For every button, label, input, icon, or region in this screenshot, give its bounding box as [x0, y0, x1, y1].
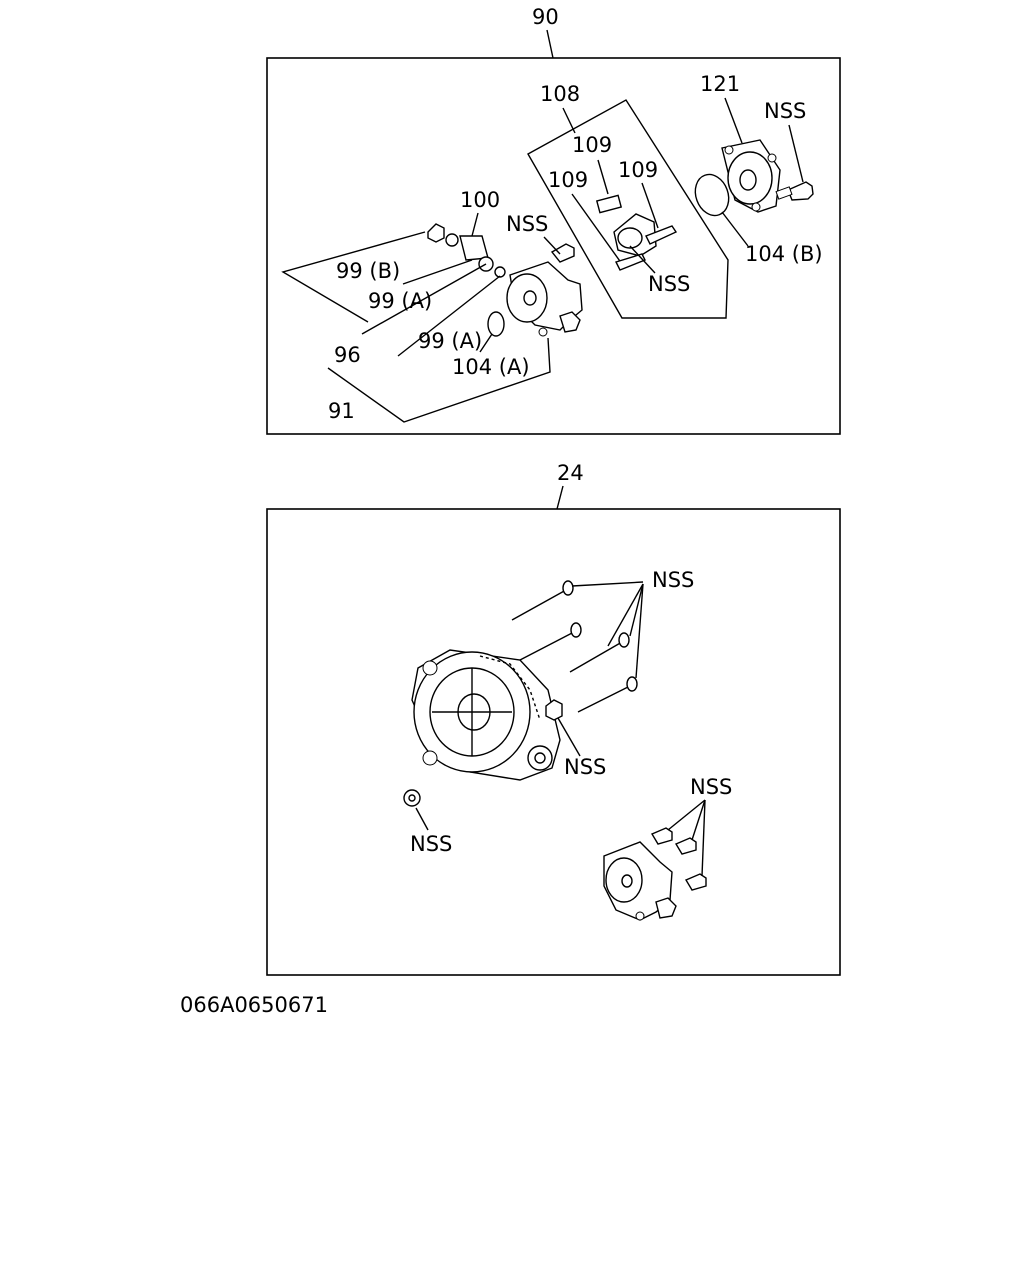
- top-panel: 90 108 121 NSS 104 (B) 109: [266, 5, 841, 435]
- vacuum-pump-housing: [506, 261, 583, 337]
- label-99a-1: 99 (A): [368, 289, 432, 313]
- leader-104b: [721, 211, 749, 247]
- leader-96: [361, 263, 487, 335]
- label-nss-nut: NSS: [564, 755, 606, 779]
- leader-109-left: [571, 193, 623, 265]
- leader-99a-1: [402, 259, 473, 285]
- brush-holder: [613, 213, 678, 271]
- rear-cover-121: [721, 139, 781, 213]
- label-99b: 99 (B): [336, 259, 400, 283]
- leader-104a: [479, 333, 493, 353]
- leader-99a-2: [397, 275, 501, 357]
- label-104b: 104 (B): [745, 242, 823, 266]
- alternator-frame: [411, 649, 561, 781]
- vacuum-pump: [603, 841, 677, 921]
- leader-nss-nut: [557, 717, 581, 757]
- leader-121: [724, 97, 743, 144]
- label-121: 121: [700, 72, 740, 96]
- cover-bolt: [775, 181, 814, 201]
- label-91: 91: [328, 399, 355, 423]
- o-ring-104a: [487, 311, 505, 337]
- loose-nut: [403, 789, 421, 807]
- leader-91: [327, 337, 551, 423]
- shaft-parts-100: [427, 223, 506, 278]
- bottom-panel-frame: [266, 508, 841, 976]
- leader-nss-loose-nut: [415, 807, 429, 831]
- label-nss-loose-nut: NSS: [410, 832, 452, 856]
- label-96: 96: [334, 343, 361, 367]
- through-bolts: [511, 580, 638, 713]
- leader-90: [546, 29, 554, 59]
- top-panel-frame: [266, 57, 841, 435]
- label-99a-2: 99 (A): [418, 329, 482, 353]
- assembly-ref-24: 24: [557, 461, 584, 485]
- label-109-right: 109: [618, 158, 658, 182]
- o-ring-104b: [694, 173, 730, 217]
- brush-holder-group-outline: [527, 99, 729, 319]
- assembly-ref-90: 90: [532, 5, 559, 29]
- label-100: 100: [460, 188, 500, 212]
- brush-109-center: [595, 194, 623, 214]
- label-nss-bolt: NSS: [764, 99, 806, 123]
- leader-99b: [281, 231, 426, 323]
- leader-109-right: [641, 182, 659, 229]
- pump-bolts: [650, 827, 707, 891]
- label-nss-bolts: NSS: [652, 568, 694, 592]
- leader-24: [556, 485, 564, 510]
- bottom-panel: 24 NSS: [266, 461, 841, 976]
- drawing-id: 066A0650671: [180, 993, 328, 1017]
- label-nss-brush: NSS: [648, 272, 690, 296]
- label-104a: 104 (A): [452, 355, 530, 379]
- leader-nss-pump-bolts: [667, 799, 706, 877]
- frame-nut: [545, 699, 563, 721]
- screw-nss: [550, 243, 575, 263]
- label-nss-screw: NSS: [506, 212, 548, 236]
- leader-100: [471, 212, 479, 237]
- leader-nss-screw: [543, 236, 561, 255]
- label-109-left: 109: [548, 168, 588, 192]
- leader-nss-brush: [629, 245, 656, 274]
- label-108: 108: [540, 82, 580, 106]
- leader-108: [562, 107, 576, 134]
- label-nss-pump-bolts: NSS: [690, 775, 732, 799]
- leader-nss-bolts: [571, 581, 644, 679]
- leader-nss-bolt: [788, 124, 804, 183]
- label-109-center: 109: [572, 133, 612, 157]
- leader-109-center: [597, 159, 609, 195]
